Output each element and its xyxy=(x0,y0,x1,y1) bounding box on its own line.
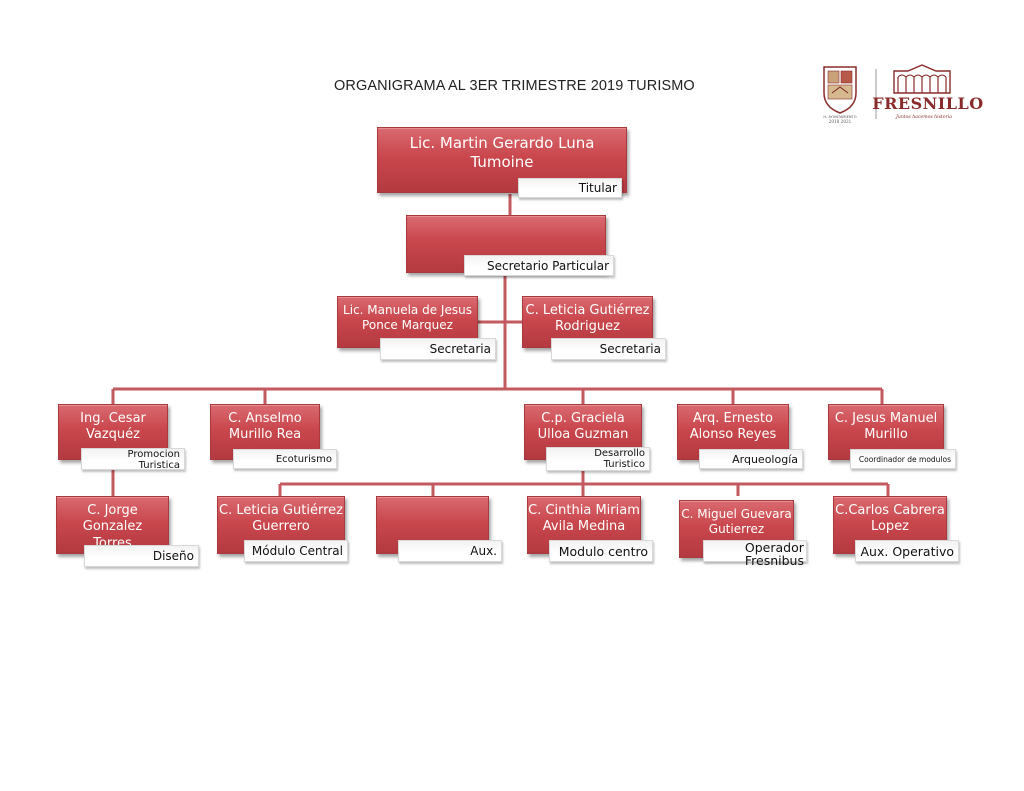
node-titular-name: Lic. Martin Gerardo Luna Tumoine xyxy=(409,134,595,171)
tag-sec1: Secretaria xyxy=(380,338,496,360)
municipal-seal-icon: H. AYUNTAMIENTO 2018 2021 xyxy=(823,66,857,124)
node-cesar-name: Ing. Cesar Vazquéz xyxy=(80,411,146,443)
node-anselmo-name: C. Anselmo Murillo Rea xyxy=(228,411,302,443)
tag-cinthia: Modulo centro xyxy=(549,540,653,562)
svg-text:H. AYUNTAMIENTO: H. AYUNTAMIENTO xyxy=(823,115,856,119)
node-jorge: C. Jorge Gonzalez Torres xyxy=(56,496,169,554)
node-miguel-name: C. Miguel Guevara Gutierrez xyxy=(681,507,792,536)
node-jorge-name: C. Jorge Gonzalez Torres xyxy=(82,503,143,551)
node-jesus-name: C. Jesus Manuel Murillo xyxy=(834,411,938,443)
node-carlos-name: C.Carlos Cabrera Lopez xyxy=(835,503,945,535)
tag-jesus: Coordinador de modulos xyxy=(850,449,956,469)
tag-jorge: Diseño xyxy=(84,545,199,567)
tag-secretario: Secretario Particular xyxy=(464,255,614,276)
node-cinthia-name: C. Cinthia Miriam Avila Medina xyxy=(528,503,640,535)
tag-cesar: Promocion Turistica xyxy=(81,448,185,471)
node-sec1-name: Lic. Manuela de Jesus Ponce Marquez xyxy=(343,303,472,332)
node-sec2-name: C. Leticia Gutiérrez Rodriguez xyxy=(525,303,650,335)
node-graciela-name: C.p. Graciela Ulloa Guzman xyxy=(537,411,629,443)
tag-leticia-g: Módulo Central xyxy=(244,540,348,562)
tag-titular: Titular xyxy=(518,178,622,198)
svg-text:2018 2021: 2018 2021 xyxy=(829,119,852,124)
fresnillo-logo: H. AYUNTAMIENTO 2018 2021 FRESNILLO Junt… xyxy=(823,64,983,124)
tag-aux: Aux. xyxy=(398,540,502,562)
tag-miguel: Operador Fresnibus xyxy=(703,540,807,567)
svg-text:Juntos hacemos historia: Juntos hacemos historia xyxy=(895,114,952,120)
tag-sec2: Secretaria xyxy=(551,338,666,360)
fresnillo-building-icon xyxy=(893,64,951,94)
tag-anselmo: Ecoturismo xyxy=(233,449,337,469)
tag-ernesto: Arqueología xyxy=(699,449,803,469)
chart-title: ORGANIGRAMA AL 3ER TRIMESTRE 2019 TURISM… xyxy=(334,78,695,94)
node-ernesto-name: Arq. Ernesto Alonso Reyes xyxy=(689,411,777,443)
tag-graciela: Desarrollo Turistico xyxy=(546,447,650,471)
tag-carlos: Aux. Operativo xyxy=(855,540,959,562)
node-leticia-g-name: C. Leticia Gutiérrez Guerrero xyxy=(219,503,343,535)
svg-text:FRESNILLO: FRESNILLO xyxy=(872,94,983,113)
